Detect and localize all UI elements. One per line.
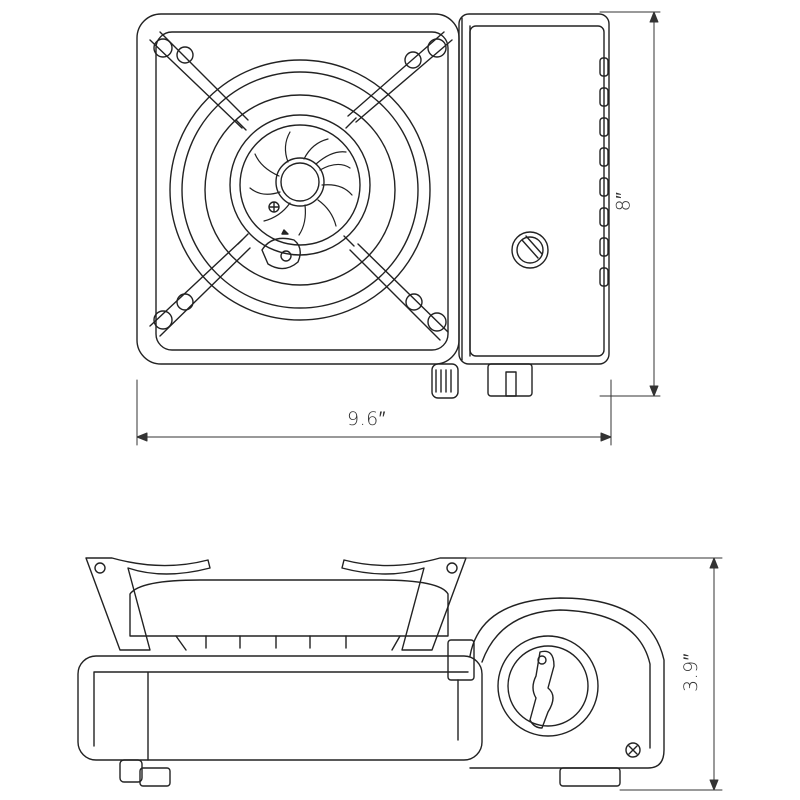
pot-supports-side bbox=[85, 557, 467, 651]
side-view bbox=[77, 557, 723, 791]
dim-width-line bbox=[136, 379, 612, 446]
control-knob-side bbox=[497, 635, 599, 737]
dim-depth-line bbox=[599, 11, 661, 397]
top-view bbox=[136, 11, 661, 446]
cartridge-compartment-top bbox=[431, 13, 610, 399]
stove-body-side bbox=[77, 655, 483, 761]
control-knob-top bbox=[511, 231, 549, 269]
depth-dimension-label: 8″ bbox=[612, 191, 635, 212]
width-dimension-label: 9.6″ bbox=[347, 408, 386, 430]
burner-top bbox=[169, 59, 431, 321]
igniter bbox=[261, 237, 301, 270]
burner-vanes bbox=[249, 131, 353, 236]
cartridge-housing-side bbox=[469, 597, 665, 769]
cooktop-plate bbox=[155, 31, 449, 351]
burner-plate-side bbox=[129, 579, 449, 637]
height-dimension-label: 3.9″ bbox=[679, 653, 702, 692]
vent-slots bbox=[599, 57, 609, 287]
dim-height-line bbox=[439, 557, 723, 791]
pot-supports-top bbox=[149, 31, 453, 341]
